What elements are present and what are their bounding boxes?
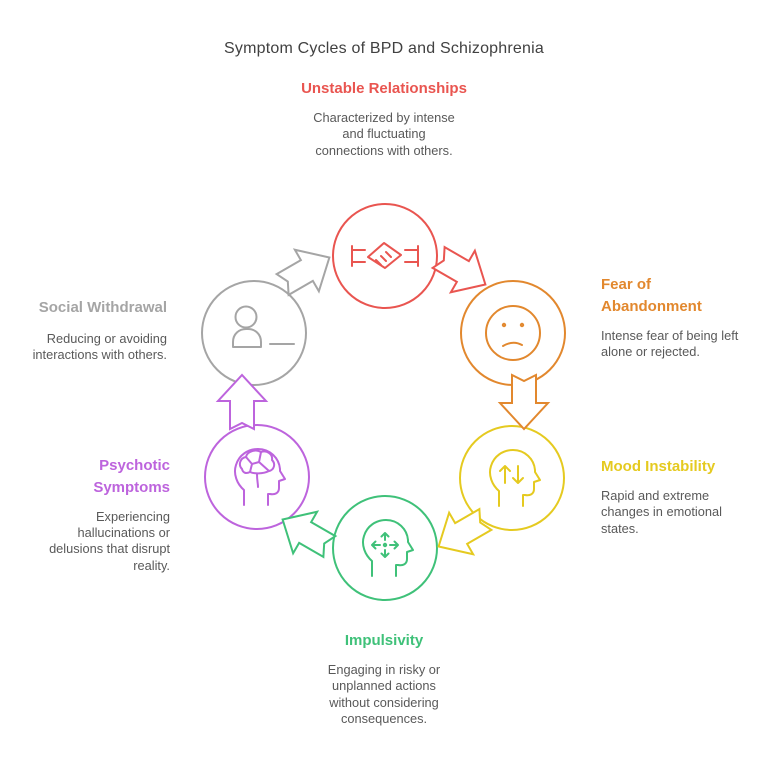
node-circle-unstable-relationships: [332, 203, 438, 309]
node-circle-psychotic-symptoms: [204, 424, 310, 530]
node-text-mood-instability: Mood Instability Rapid and extreme chang…: [601, 456, 746, 537]
node-description: Characterized by intense and fluctuating…: [313, 109, 455, 158]
node-description: Rapid and extreme changes in emotional s…: [601, 487, 722, 536]
sad-face-icon: [485, 305, 541, 361]
node-circle-social-withdrawal: [201, 280, 307, 386]
node-label: Social Withdrawal: [38, 299, 167, 316]
node-circle-impulsivity: [332, 495, 438, 601]
node-text-unstable-relationships: Unstable Relationships Characterized by …: [264, 78, 504, 159]
person-minus-icon: [232, 305, 295, 348]
cycle-arrows: [217, 235, 549, 569]
node-text-psychotic-symptoms: Psychotic Symptoms Experiencing hallucin…: [28, 455, 170, 574]
node-text-fear-of-abandonment: Fear of Abandonment Intense fear of bein…: [601, 274, 753, 360]
node-label: Impulsivity: [344, 632, 424, 649]
node-ring: [204, 424, 310, 530]
node-description: Intense fear of being left alone or reje…: [601, 327, 739, 359]
node-circle-mood-instability: [459, 425, 565, 531]
node-ring: [460, 280, 566, 386]
node-ring: [332, 495, 438, 601]
node-description: Reducing or avoiding interactions with o…: [32, 330, 167, 363]
arrow-social-to-unstable-icon: [269, 235, 343, 307]
arrow-psychotic-to-social-icon: [217, 374, 267, 430]
node-description: Experiencing hallucinations or delusions…: [49, 508, 170, 573]
node-label: Mood Instability: [601, 458, 716, 475]
head-brain-icon: [233, 448, 286, 506]
node-ring: [201, 280, 307, 386]
node-text-social-withdrawal: Social Withdrawal Reducing or avoiding i…: [0, 297, 167, 364]
arrow-fear-to-mood-icon: [499, 374, 549, 430]
node-label: Fear of Abandonment: [601, 276, 702, 315]
handshake-icon: [351, 242, 419, 269]
page-title: Symptom Cycles of BPD and Schizophrenia: [224, 40, 544, 57]
node-circle-fear-of-abandonment: [460, 280, 566, 386]
node-text-impulsivity: Impulsivity Engaging in risky or unplann…: [284, 630, 484, 727]
head-cross-arrows-icon: [361, 519, 414, 577]
head-up-down-arrows-icon: [488, 449, 541, 507]
node-label: Psychotic Symptoms: [93, 457, 170, 496]
arrow-unstable-to-fear-icon: [425, 235, 499, 307]
node-label: Unstable Relationships: [301, 80, 467, 97]
node-description: Engaging in risky or unplanned actions w…: [327, 661, 441, 726]
node-ring: [332, 203, 438, 309]
node-ring: [459, 425, 565, 531]
arrow-mood-to-impulsivity-icon: [425, 497, 499, 569]
arrow-impulsivity-to-psychotic-icon: [269, 497, 343, 569]
